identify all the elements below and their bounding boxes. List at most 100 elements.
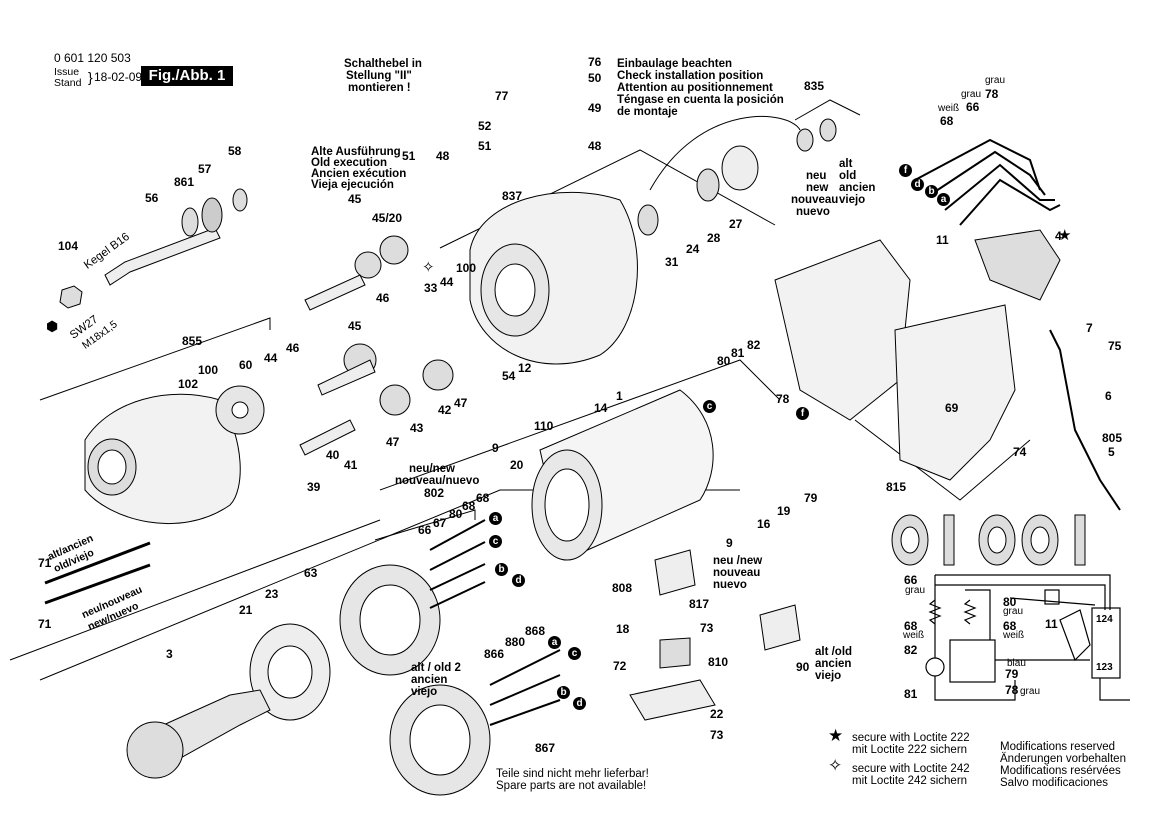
shaft-mid bbox=[317, 359, 376, 396]
part-label: 6 bbox=[1105, 389, 1112, 403]
part-label: 31 bbox=[665, 255, 679, 269]
color-grau-top2: grau bbox=[985, 75, 1006, 86]
note-oldtop-2: old bbox=[839, 170, 857, 182]
note-newright-2: nouveau bbox=[713, 567, 761, 579]
bearing-28 bbox=[696, 168, 720, 202]
part-label: 71 bbox=[38, 556, 52, 570]
part-label: 80 bbox=[717, 354, 731, 368]
part-label: 44 bbox=[440, 275, 454, 289]
note-oldright-2: ancien bbox=[815, 658, 852, 670]
connector-d-icon: d bbox=[512, 574, 525, 587]
plate-27 bbox=[721, 145, 759, 191]
brush-holder-817 bbox=[654, 549, 696, 596]
note-oldright-3: viejo bbox=[815, 670, 842, 682]
part-label: 72 bbox=[613, 659, 627, 673]
part-label: 27 bbox=[729, 217, 743, 231]
housing-837 bbox=[469, 191, 638, 365]
part-label: 3 bbox=[166, 647, 173, 661]
part-label: 66 bbox=[904, 573, 918, 587]
part-label: 4 bbox=[1055, 229, 1062, 243]
part-label: 18 bbox=[616, 622, 630, 636]
part-label: 808 bbox=[612, 581, 633, 595]
part-label: 855 bbox=[182, 334, 203, 348]
gear-45-20 bbox=[379, 235, 409, 265]
part-label: 104 bbox=[58, 239, 79, 253]
note-shift-3: montieren ! bbox=[348, 82, 411, 94]
color-blau: blau bbox=[1007, 658, 1026, 669]
part-label: 78 bbox=[1005, 683, 1019, 697]
color-weiss-68: weiß bbox=[903, 630, 925, 641]
gear-45-top bbox=[354, 251, 382, 279]
note-spare-2: Spare parts are not available! bbox=[496, 780, 647, 792]
modifications-1: Modifications reserved bbox=[1000, 741, 1116, 753]
note-install-2: Check installation position bbox=[617, 70, 764, 82]
note-spare-1: Teile sind nicht mehr lieferbar! bbox=[496, 768, 649, 780]
screw-71b bbox=[44, 563, 151, 605]
legend-star-2: mit Loctite 222 sichern bbox=[852, 744, 968, 756]
part-label: 51 bbox=[478, 139, 492, 153]
part-label: 48 bbox=[588, 139, 602, 153]
group-line-mid bbox=[379, 359, 781, 491]
part-label: 9 bbox=[492, 441, 499, 455]
part-label: 79 bbox=[1005, 667, 1019, 681]
screw-71a bbox=[44, 541, 151, 585]
part-label: 880 bbox=[505, 635, 526, 649]
part-label: 47 bbox=[386, 435, 400, 449]
issue-label: Issue bbox=[54, 66, 80, 78]
connector-a-icon: a bbox=[548, 636, 561, 649]
connector-c-icon: c bbox=[568, 647, 581, 660]
part-label: 43 bbox=[410, 421, 424, 435]
bearing-31 bbox=[637, 204, 659, 236]
part-label: 68 bbox=[476, 491, 490, 505]
part-label: 835 bbox=[804, 79, 825, 93]
group-line-802 bbox=[374, 509, 476, 541]
part-label: 63 bbox=[304, 566, 318, 580]
part-label: 71 bbox=[38, 617, 52, 631]
nut-104 bbox=[59, 285, 83, 309]
note-install-1: Einbaulage beachten bbox=[617, 58, 733, 70]
note-shift-1: Schalthebel in bbox=[344, 58, 422, 70]
capacitor-810 bbox=[659, 637, 691, 669]
part-label: 81 bbox=[904, 687, 918, 701]
stator-top bbox=[339, 564, 441, 676]
note-newright-1: neu /new bbox=[713, 555, 763, 567]
note-old-3: Ancien exécution bbox=[311, 168, 407, 180]
note-install-3: Attention au positionnement bbox=[617, 82, 773, 94]
part-label: 90 bbox=[796, 660, 810, 674]
part-label: 76 bbox=[588, 55, 602, 69]
part-label: 7 bbox=[1086, 321, 1093, 335]
color-grau-66: grau bbox=[905, 585, 926, 596]
cover-22 bbox=[629, 679, 716, 721]
part-label: 802 bbox=[424, 486, 445, 500]
part-label: 57 bbox=[198, 162, 212, 176]
note-oldtop-1: alt bbox=[839, 158, 853, 170]
note-install-4: Téngase en cuenta la posición bbox=[617, 94, 784, 106]
connector-c-icon: c bbox=[703, 400, 716, 413]
note-oldright-1: alt /old bbox=[815, 646, 853, 658]
part-label: 58 bbox=[228, 144, 242, 158]
part-label: 45 bbox=[348, 192, 362, 206]
part-label: 81 bbox=[731, 346, 745, 360]
stator-bottom bbox=[389, 684, 491, 796]
part-label: 24 bbox=[686, 242, 700, 256]
part-label: 100 bbox=[456, 261, 477, 275]
diamond-star-icon: ✧ bbox=[422, 259, 435, 276]
stand-label: Stand bbox=[54, 77, 82, 89]
note-newtop-1: neu bbox=[806, 170, 827, 182]
part-label: 66 bbox=[966, 100, 980, 114]
part-label: 44 bbox=[264, 351, 278, 365]
part-label: 54 bbox=[502, 369, 516, 383]
issue-date: 18-02-09 bbox=[94, 70, 143, 84]
part-label: 11 bbox=[1045, 617, 1058, 631]
part-label: 77 bbox=[495, 89, 509, 103]
note-newtop-4: nuevo bbox=[796, 206, 830, 218]
switch-11 bbox=[974, 229, 1061, 301]
connector-d-icon: d bbox=[911, 178, 924, 191]
color-weiss-68b: weiß bbox=[1003, 630, 1025, 641]
modifications-2: Änderungen vorbehalten bbox=[1000, 753, 1126, 765]
part-label: 21 bbox=[239, 603, 253, 617]
modifications-4: Salvo modificaciones bbox=[1000, 777, 1109, 789]
connector-f-icon: f bbox=[796, 407, 809, 420]
connector-b-icon: b bbox=[557, 686, 570, 699]
shaft-39 bbox=[299, 419, 356, 456]
